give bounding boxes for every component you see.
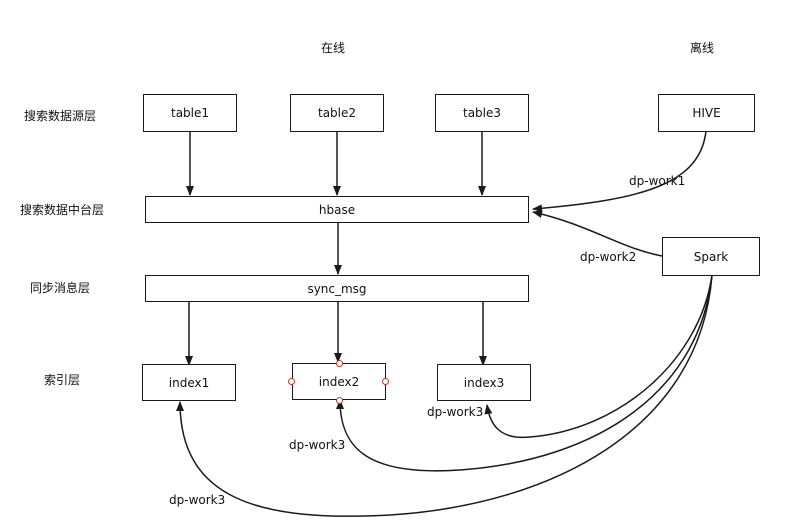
online-header: 在线 — [321, 41, 346, 55]
edge-spark-index1 — [176, 274, 713, 517]
index2-handle-left[interactable] — [288, 378, 295, 385]
index3-node[interactable]: index3 — [437, 364, 531, 401]
index2-handle-bottom[interactable] — [336, 397, 343, 404]
table1-node[interactable]: table1 — [143, 94, 237, 132]
edge-spark-index2 — [336, 274, 713, 472]
offline-header: 离线 — [690, 41, 715, 55]
index2-handle-right[interactable] — [382, 378, 389, 385]
hive-node[interactable]: HIVE — [658, 94, 755, 132]
spark-node[interactable]: Spark — [662, 237, 760, 276]
layer-label-middle: 搜索数据中台层 — [20, 203, 105, 217]
layer-label-source: 搜索数据源层 — [24, 109, 97, 123]
table2-node[interactable]: table2 — [290, 94, 384, 132]
edge-hive-hbase — [532, 130, 707, 213]
edge-label-dp-work3-index1: dp-work3 — [169, 493, 226, 507]
index2-node[interactable]: index2 — [292, 363, 386, 400]
table3-node[interactable]: table3 — [435, 94, 529, 132]
edge-label-dp-work1: dp-work1 — [629, 174, 686, 188]
edge-label-dp-work2: dp-work2 — [580, 250, 637, 264]
layer-label-index: 索引层 — [44, 373, 81, 387]
edge-label-dp-work3-index3: dp-work3 — [427, 405, 484, 419]
index1-node[interactable]: index1 — [142, 364, 236, 401]
layer-label-sync: 同步消息层 — [30, 281, 91, 295]
edge-spark-index3 — [484, 274, 713, 439]
index2-handle-top[interactable] — [336, 360, 343, 367]
hbase-node[interactable]: hbase — [145, 196, 529, 223]
edge-label-dp-work3-index2: dp-work3 — [289, 438, 346, 452]
sync-msg-node[interactable]: sync_msg — [145, 275, 529, 302]
edge-spark-hbase — [532, 210, 663, 257]
